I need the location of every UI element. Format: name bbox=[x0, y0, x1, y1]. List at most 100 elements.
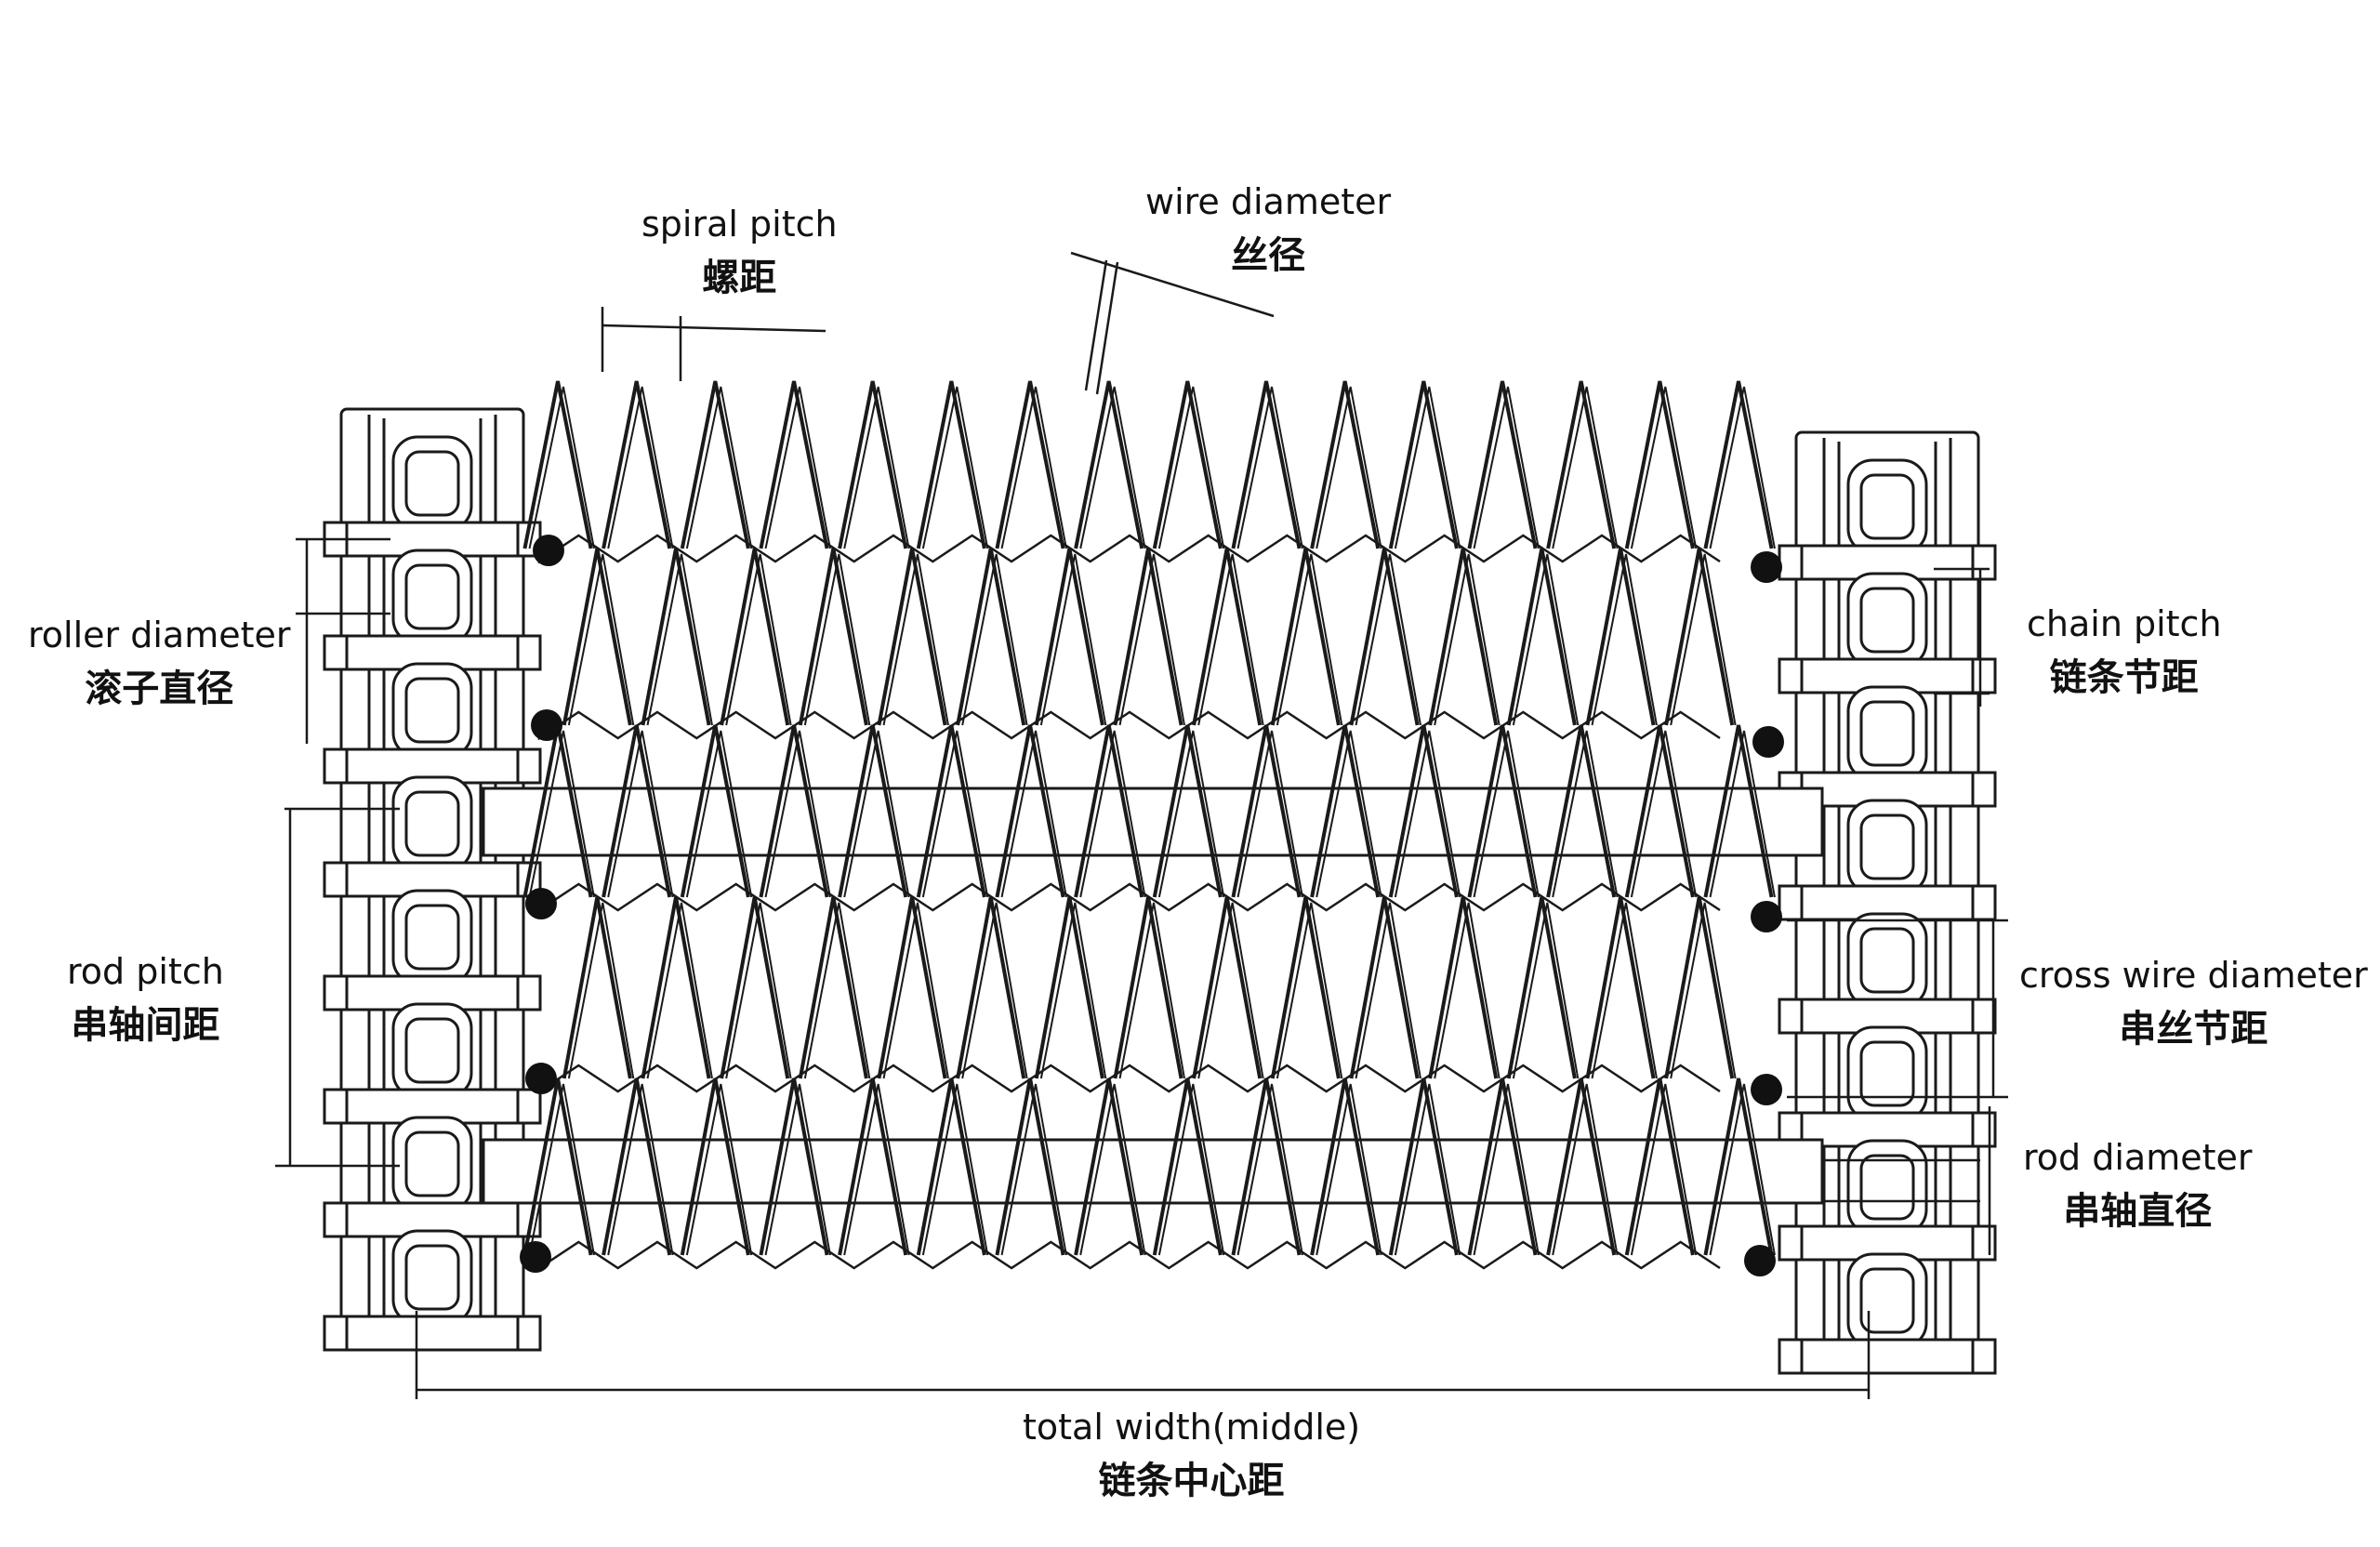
spiral-loop bbox=[1192, 548, 1263, 726]
spiral-loop-back bbox=[1079, 730, 1146, 898]
spiral-cross-wire bbox=[537, 1240, 1721, 1271]
spiral-loop-back bbox=[528, 386, 595, 549]
spiral-loop-back bbox=[921, 730, 989, 898]
left-chain-roller-inner bbox=[404, 563, 460, 630]
spiral-loop-back bbox=[1434, 902, 1501, 1079]
spiral-loop-back bbox=[1709, 1083, 1776, 1256]
spiral-loop-back bbox=[1157, 730, 1225, 898]
spiral-loop bbox=[877, 548, 947, 726]
spiral-loop bbox=[1270, 548, 1341, 726]
spiral-loop bbox=[1428, 548, 1499, 726]
spiral-loop bbox=[1664, 896, 1735, 1079]
spiral-loop bbox=[1624, 1078, 1695, 1256]
label-roller-diameter-en: roller diameter bbox=[28, 615, 291, 655]
spiral-loop-back bbox=[1316, 386, 1382, 549]
spiral-loop bbox=[1624, 724, 1695, 898]
spiral-loop-back bbox=[685, 386, 753, 549]
spiral-loop-back bbox=[607, 730, 674, 898]
spiral-wire-mesh bbox=[522, 380, 1776, 1271]
spiral-loop bbox=[1310, 724, 1381, 898]
rod-end-knob-right bbox=[1751, 551, 1782, 583]
label-spiral-pitch-zh: 螺距 bbox=[702, 256, 777, 299]
rod-end-knobs bbox=[520, 535, 1784, 1276]
label-rod-pitch: rod pitch 串轴间距 bbox=[67, 950, 224, 1049]
spiral-loop bbox=[641, 896, 711, 1079]
spiral-loop bbox=[798, 548, 868, 726]
spiral-loop bbox=[995, 380, 1065, 549]
spiral-loop-back bbox=[961, 553, 1028, 726]
spiral-loop bbox=[602, 380, 672, 549]
spiral-loop bbox=[1546, 1078, 1617, 1256]
spiral-loop bbox=[1546, 724, 1617, 898]
spiral-loop bbox=[1664, 548, 1735, 726]
label-cross-wire-diameter: cross wire diameter 串丝节距 bbox=[2019, 954, 2368, 1052]
spiral-loop-back bbox=[1276, 553, 1343, 726]
spiral-loop bbox=[877, 896, 947, 1079]
spiral-loop-back bbox=[1355, 553, 1421, 726]
right-chain-roller-inner bbox=[1859, 813, 1915, 880]
spiral-loop bbox=[720, 548, 790, 726]
spiral-loop-back bbox=[725, 553, 792, 726]
label-total-width-en: total width(middle) bbox=[1023, 1407, 1361, 1448]
spiral-loop bbox=[1546, 380, 1617, 549]
spiral-loop bbox=[1074, 380, 1144, 549]
rod-end-knob-left bbox=[525, 888, 557, 919]
spiral-loop-back bbox=[1709, 386, 1776, 549]
spiral-loop-back bbox=[1670, 902, 1737, 1079]
spiral-loop-back bbox=[1434, 553, 1501, 726]
spiral-loop-back bbox=[921, 386, 989, 549]
spiral-loop-back bbox=[1591, 902, 1658, 1079]
spiral-loop bbox=[1467, 1078, 1538, 1256]
spiral-loop-back bbox=[1591, 553, 1658, 726]
left-chain-roller-inner bbox=[404, 450, 460, 517]
spiral-loop-back bbox=[1473, 730, 1540, 898]
spiral-loop bbox=[1703, 380, 1774, 549]
right-chain-roller-inner bbox=[1859, 700, 1915, 767]
rod-end-knob-right bbox=[1751, 1074, 1782, 1105]
label-wire-diameter-zh: 丝径 bbox=[1231, 233, 1306, 277]
spiral-loop bbox=[1152, 380, 1223, 549]
spiral-loop-back bbox=[646, 553, 713, 726]
spiral-loop bbox=[641, 548, 711, 726]
spiral-loop bbox=[680, 1078, 750, 1256]
left-chain-roller-inner bbox=[404, 904, 460, 971]
left-chain-roller-inner bbox=[404, 1130, 460, 1197]
label-cross-wire-diameter-en: cross wire diameter bbox=[2019, 955, 2368, 996]
left-chain-pin bbox=[323, 1315, 542, 1352]
spiral-loop bbox=[995, 1078, 1065, 1256]
spiral-loop-back bbox=[803, 902, 871, 1079]
right-chain-roller-inner bbox=[1859, 473, 1915, 540]
spiral-loop-back bbox=[764, 386, 831, 549]
spiral-loop bbox=[1703, 724, 1774, 898]
spiral-loop bbox=[916, 380, 986, 549]
spiral-loop-back bbox=[685, 1083, 753, 1256]
right-roller-chain bbox=[1778, 430, 1997, 1375]
spiral-loop-back bbox=[1197, 553, 1264, 726]
spiral-loop-back bbox=[921, 1083, 989, 1256]
spiral-loop bbox=[759, 1078, 829, 1256]
left-chain-roller-inner bbox=[404, 790, 460, 857]
spiral-loop-back bbox=[1118, 902, 1185, 1079]
spiral-loop bbox=[1506, 896, 1577, 1079]
spiral-loop bbox=[1270, 896, 1341, 1079]
spiral-loop bbox=[602, 1078, 672, 1256]
spiral-loop bbox=[1310, 380, 1381, 549]
spiral-loop bbox=[1034, 896, 1104, 1079]
spiral-loop bbox=[995, 724, 1065, 898]
spiral-loop bbox=[1506, 548, 1577, 726]
spiral-loop bbox=[1585, 548, 1656, 726]
spiral-loop bbox=[680, 380, 750, 549]
left-chain-roller-inner bbox=[404, 677, 460, 744]
spiral-loop-back bbox=[1079, 386, 1146, 549]
left-chain-roller-inner bbox=[404, 1244, 460, 1311]
spiral-loop-back bbox=[1394, 730, 1461, 898]
spiral-loop-back bbox=[1552, 730, 1619, 898]
spiral-loop-back bbox=[1000, 386, 1067, 549]
spiral-loop bbox=[562, 896, 632, 1079]
label-cross-wire-diameter-zh: 串丝节距 bbox=[2119, 1007, 2268, 1051]
spiral-loop bbox=[1152, 1078, 1223, 1256]
spiral-loop-back bbox=[843, 730, 910, 898]
label-spiral-pitch: spiral pitch 螺距 bbox=[641, 203, 838, 301]
right-chain-pin bbox=[1778, 1224, 1997, 1262]
label-rod-pitch-en: rod pitch bbox=[67, 951, 224, 992]
